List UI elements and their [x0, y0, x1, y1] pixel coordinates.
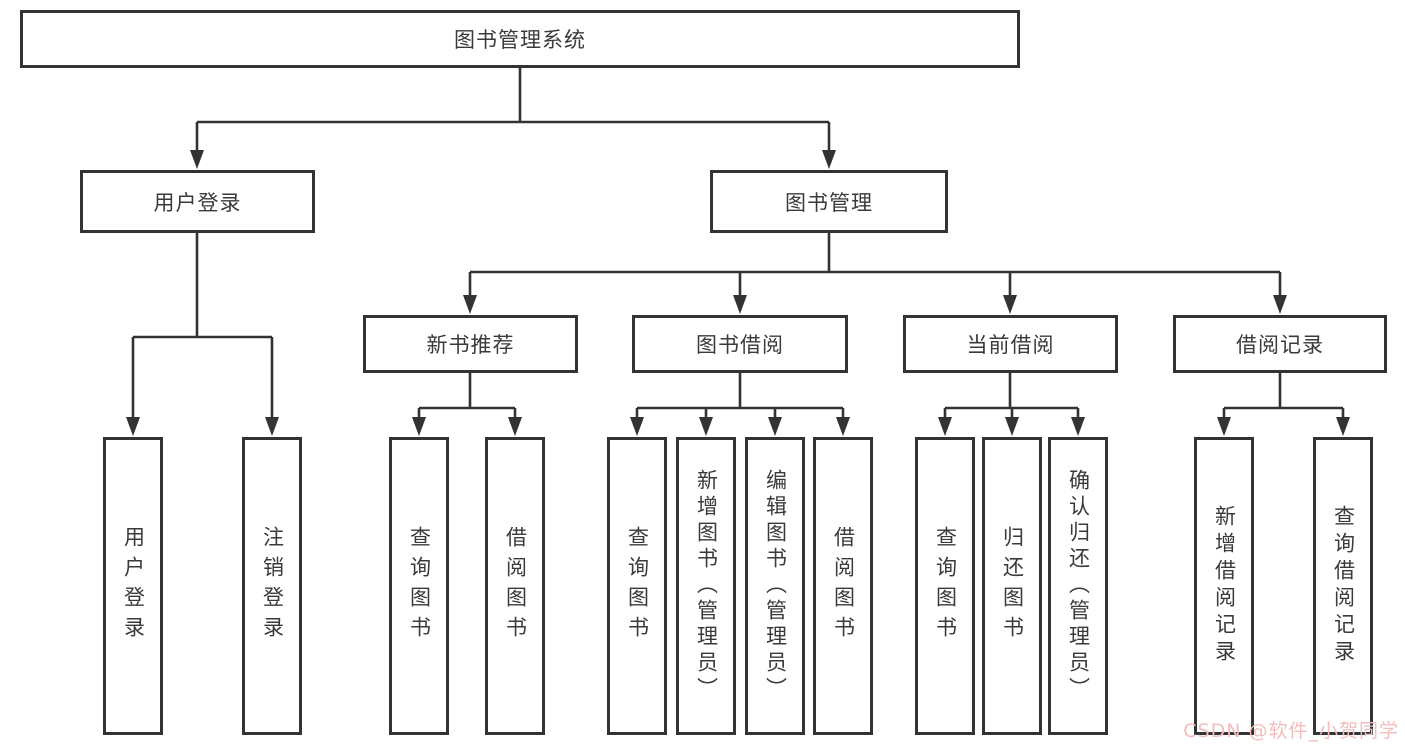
arrowhead [1071, 417, 1085, 436]
node-leaf-user-login: 用户登录 [103, 437, 163, 735]
csdn-watermark: CSDN @软件_小贺同学 [1183, 720, 1399, 742]
arrowhead [699, 417, 713, 436]
node-leaf-query-books-borrowing: 查询图书 [607, 437, 667, 735]
arrowhead [126, 417, 140, 436]
arrowhead [1336, 417, 1350, 436]
arrowhead [265, 417, 279, 436]
node-leaf-add-books-admin: 新增图书（管理员） [676, 437, 736, 735]
edges-new-book-recommend-to-leaves [412, 373, 522, 436]
node-current-borrowing: 当前借阅 [903, 315, 1118, 373]
arrowhead [822, 150, 836, 169]
node-borrowing-records: 借阅记录 [1173, 315, 1387, 373]
node-new-book-recommend: 新书推荐 [363, 315, 578, 373]
edges-root-to-level2 [190, 68, 836, 169]
arrowhead [733, 295, 747, 314]
node-book-management: 图书管理 [710, 170, 948, 233]
arrowhead [630, 417, 644, 436]
arrowhead [1217, 417, 1231, 436]
node-leaf-query-books-recommend: 查询图书 [389, 437, 449, 735]
node-root: 图书管理系统 [20, 10, 1020, 68]
node-leaf-borrow-books: 借阅图书 [813, 437, 873, 735]
arrowhead [412, 417, 426, 436]
edges-book-management-to-level3 [463, 233, 1287, 314]
node-leaf-query-borrow-record: 查询借阅记录 [1313, 437, 1373, 735]
node-leaf-logout: 注销登录 [242, 437, 302, 735]
node-book-borrowing: 图书借阅 [632, 315, 848, 373]
node-leaf-add-borrow-record: 新增借阅记录 [1194, 437, 1254, 735]
arrowhead [836, 417, 850, 436]
edges-borrowing-records-to-leaves [1217, 373, 1350, 436]
arrowhead [190, 150, 204, 169]
edges-book-borrowing-to-leaves [630, 373, 850, 436]
arrowhead [1005, 417, 1019, 436]
node-leaf-query-books-current: 查询图书 [915, 437, 975, 735]
node-user-login: 用户登录 [80, 170, 315, 233]
node-leaf-return-books: 归还图书 [982, 437, 1042, 735]
edges-user-login-to-leaves [126, 233, 279, 436]
arrowhead [508, 417, 522, 436]
arrowhead [768, 417, 782, 436]
node-leaf-confirm-return-admin: 确认归还（管理员） [1048, 437, 1108, 735]
node-leaf-edit-books-admin: 编辑图书（管理员） [745, 437, 805, 735]
arrowhead [1273, 295, 1287, 314]
arrowhead [1003, 295, 1017, 314]
node-leaf-borrow-books-recommend: 借阅图书 [485, 437, 545, 735]
arrowhead [463, 295, 477, 314]
arrowhead [938, 417, 952, 436]
edges-current-borrowing-to-leaves [938, 373, 1085, 436]
